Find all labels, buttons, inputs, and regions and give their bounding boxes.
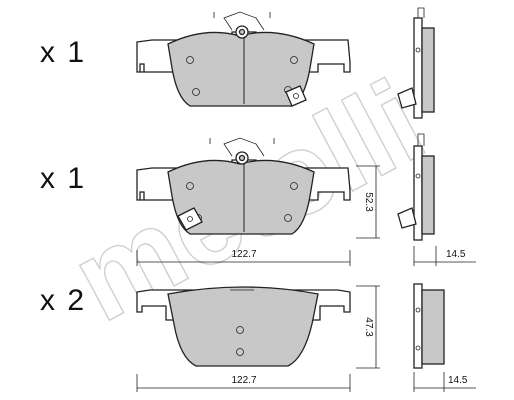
quantity-label-row-2: x 1 bbox=[40, 162, 87, 195]
side-backing-plate bbox=[413, 283, 423, 369]
spring-wire bbox=[223, 137, 265, 157]
dimension-thickness-3: 14.5 bbox=[413, 372, 476, 392]
pin-hole bbox=[284, 214, 292, 222]
pad-side-view-3 bbox=[413, 283, 445, 369]
spring-tips bbox=[209, 138, 275, 144]
width-label: 122.7 bbox=[231, 249, 256, 260]
side-pin bbox=[415, 47, 421, 53]
width-label: 122.7 bbox=[231, 375, 256, 386]
pad-front-view-3 bbox=[136, 286, 351, 367]
quantity-label-row-3: x 2 bbox=[40, 284, 87, 317]
side-friction-pad bbox=[421, 155, 435, 235]
dimension-thickness-2: 14.5 bbox=[413, 246, 476, 266]
wear-indicator-hole bbox=[187, 216, 193, 222]
side-pin bbox=[415, 307, 421, 313]
pad-front-view-2 bbox=[136, 137, 351, 235]
side-friction-pad bbox=[421, 289, 445, 365]
quantity-label-row-1: x 1 bbox=[40, 36, 87, 69]
friction-pad bbox=[167, 159, 315, 235]
height-label: 47.3 bbox=[363, 317, 374, 337]
wear-indicator-hole bbox=[293, 93, 299, 99]
thickness-label: 14.5 bbox=[446, 249, 466, 260]
side-backing-plate bbox=[413, 145, 423, 241]
side-spring-clip bbox=[417, 133, 425, 146]
side-friction-pad bbox=[421, 27, 435, 113]
side-wear-indicator bbox=[397, 87, 417, 109]
pin-hole bbox=[236, 326, 244, 334]
dimension-height-3: 47.3 bbox=[356, 285, 380, 369]
pin-hole bbox=[236, 348, 244, 356]
pad-side-view-2 bbox=[397, 133, 435, 241]
dimension-width-2: 122.7 bbox=[136, 249, 351, 266]
spring-tips bbox=[213, 12, 271, 18]
pin-hole bbox=[290, 56, 298, 64]
friction-pad bbox=[167, 31, 315, 107]
side-wear-indicator bbox=[397, 207, 417, 229]
spring-clip-center bbox=[238, 154, 246, 162]
height-label: 52.3 bbox=[363, 192, 374, 212]
friction-pad bbox=[167, 286, 319, 367]
pin-hole bbox=[290, 182, 298, 190]
pin-hole bbox=[186, 182, 194, 190]
spring-clip-center bbox=[238, 28, 246, 36]
pad-front-view-1 bbox=[136, 11, 351, 107]
wear-indicator bbox=[285, 85, 307, 107]
thickness-label: 14.5 bbox=[448, 375, 468, 386]
pin-hole bbox=[186, 56, 194, 64]
side-pin bbox=[415, 345, 421, 351]
spring-wire bbox=[223, 11, 265, 31]
pin-hole bbox=[192, 88, 200, 96]
pad-side-view-1 bbox=[397, 7, 435, 119]
dimension-height-2: 52.3 bbox=[356, 165, 380, 239]
wear-indicator bbox=[177, 207, 203, 231]
dimension-width-3: 122.7 bbox=[136, 374, 351, 392]
side-spring-clip bbox=[417, 7, 425, 18]
side-pin bbox=[415, 173, 421, 179]
